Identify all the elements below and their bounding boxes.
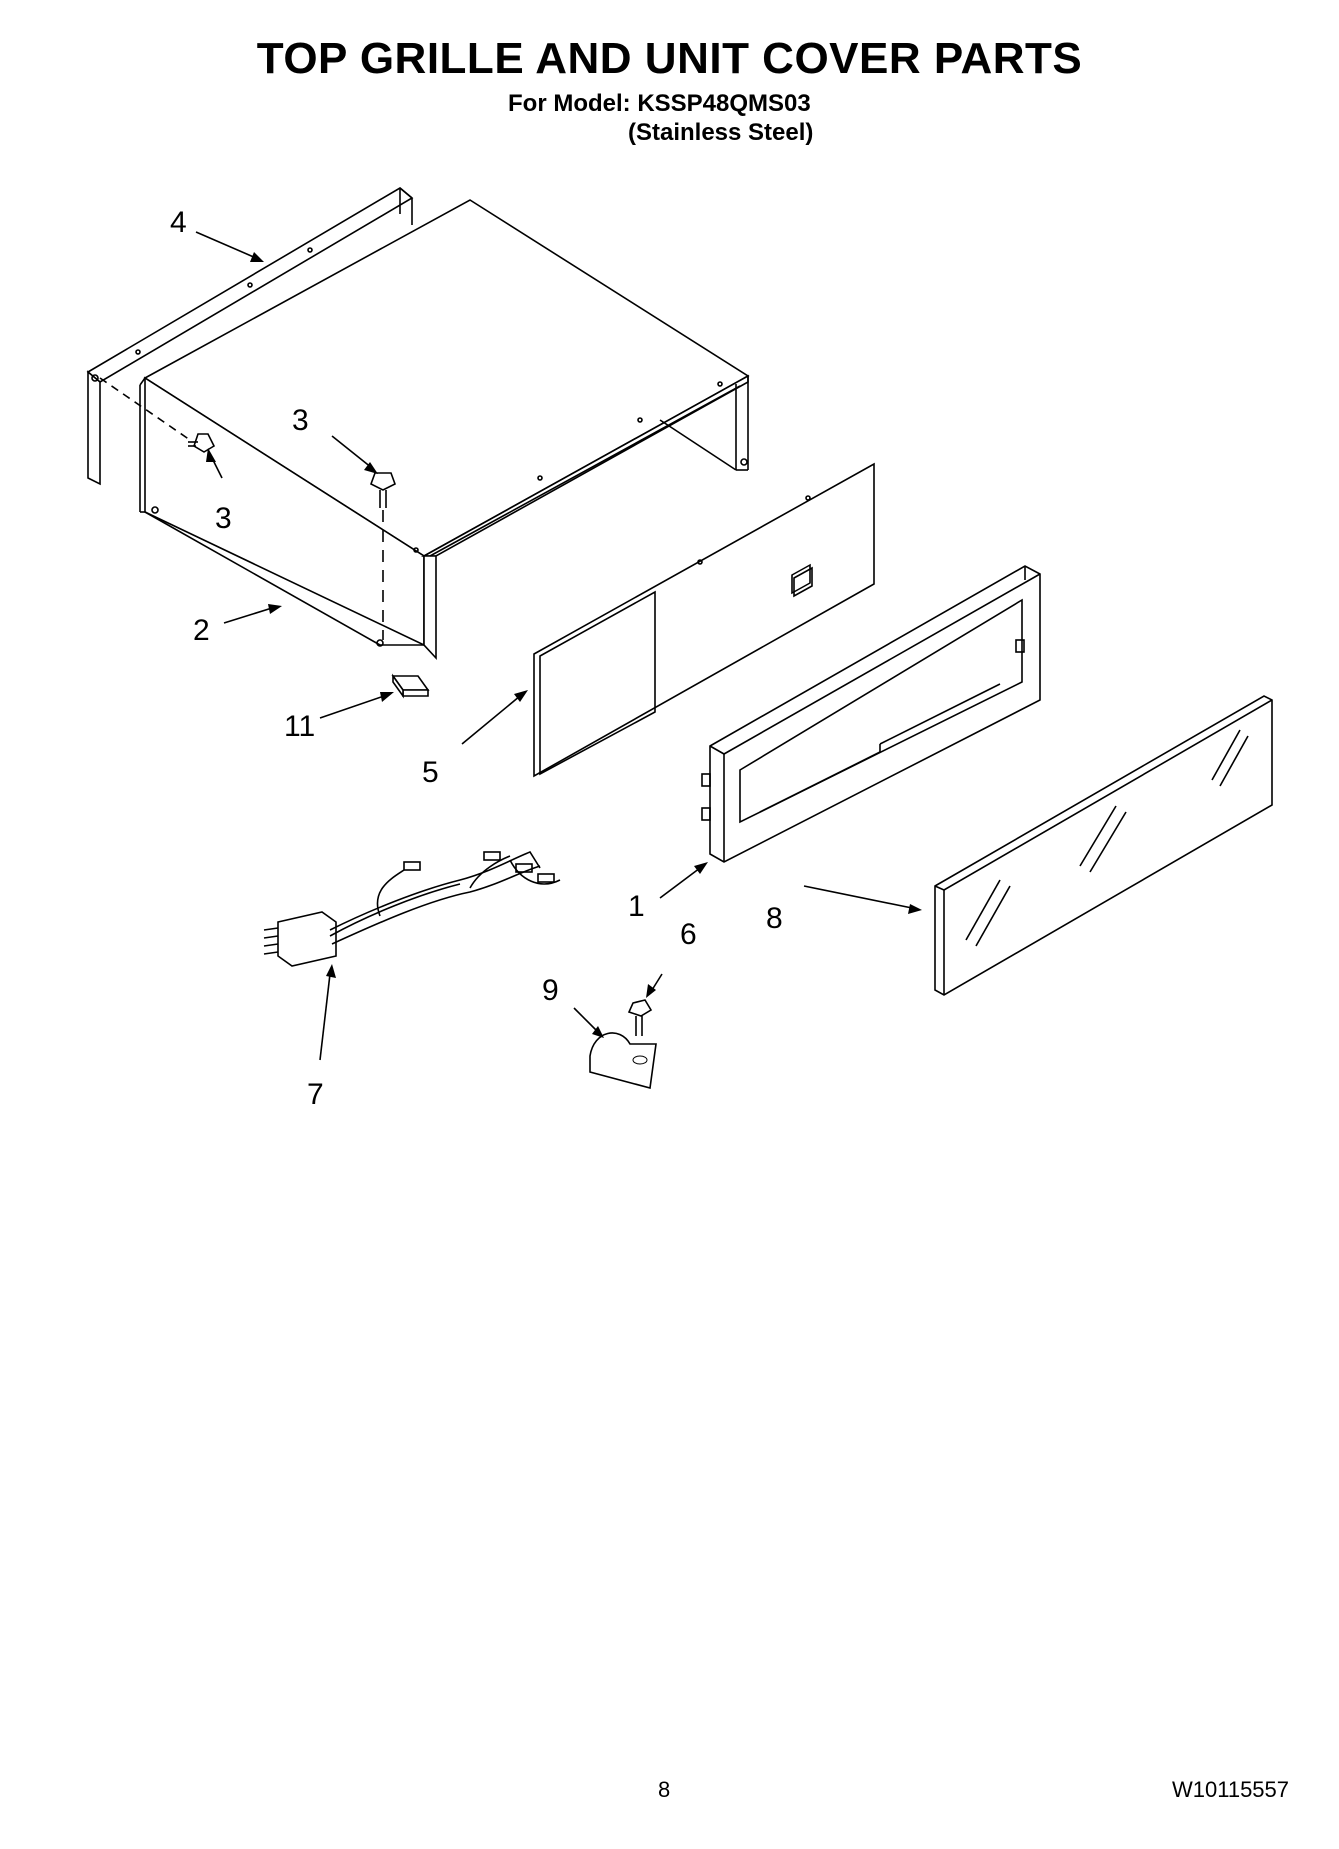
callout-3-side: 3	[215, 502, 232, 535]
part-4-rear-flange	[86, 187, 414, 486]
part-3-screw-top	[370, 472, 396, 640]
part-5-grille-panel	[533, 462, 875, 778]
callout-2: 2	[193, 614, 210, 647]
part-6-screw	[627, 999, 653, 1036]
part-11-clip	[391, 673, 430, 699]
callout-5: 5	[422, 756, 439, 789]
part-9-clamp	[589, 1032, 657, 1090]
callout-1: 1	[628, 890, 645, 923]
callout-arrows	[195, 231, 922, 1061]
part-8-glass-panel	[934, 695, 1273, 996]
part-1-trim-frame	[701, 565, 1041, 863]
callout-7: 7	[307, 1078, 324, 1111]
model-number: For Model: KSSP48QMS03	[508, 90, 811, 117]
callout-6: 6	[680, 918, 697, 951]
page-number: 8	[658, 1777, 671, 1802]
callout-labels: 4 3 3 2 11 5 1 6 8 9 7	[170, 206, 783, 1111]
part-2-unit-cover	[139, 199, 750, 661]
callout-9: 9	[542, 974, 559, 1007]
callout-11: 11	[284, 710, 315, 743]
part-3-screw-side	[99, 377, 216, 453]
page-title: TOP GRILLE AND UNIT COVER PARTS	[256, 34, 1083, 83]
document-number: W10115557	[1172, 1777, 1290, 1802]
callout-3-top: 3	[292, 404, 309, 437]
finish-label: (Stainless Steel)	[628, 119, 814, 146]
part-7-wire-harness	[263, 851, 561, 967]
callout-4: 4	[170, 206, 187, 239]
callout-8: 8	[766, 902, 783, 935]
